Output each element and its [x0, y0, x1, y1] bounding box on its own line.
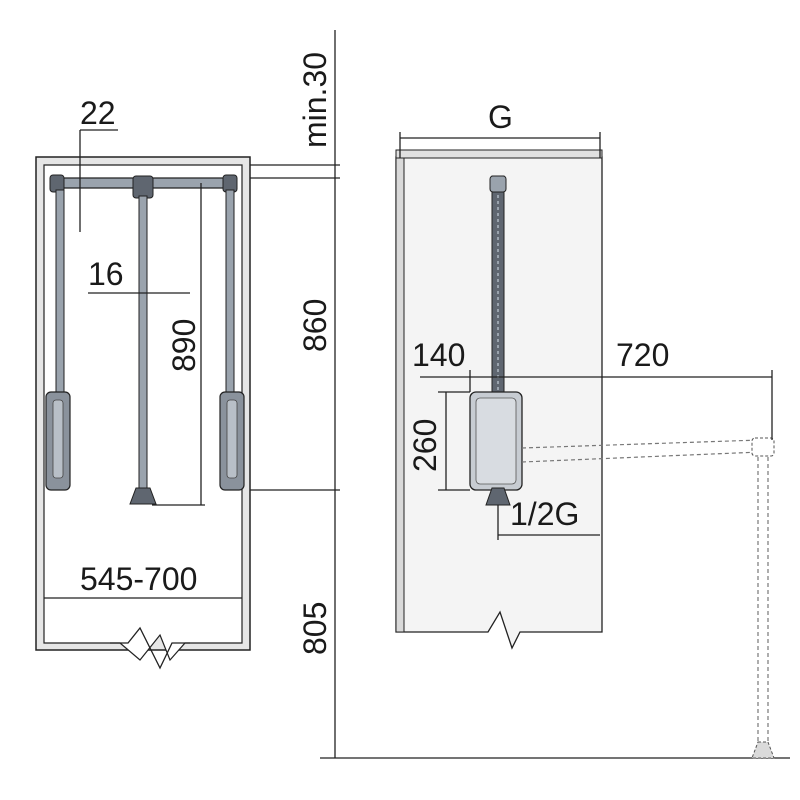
left-arm — [55, 189, 65, 399]
side-front-edge — [395, 156, 405, 633]
dim-720: 720 — [616, 337, 669, 373]
dim-890: 890 — [166, 319, 202, 372]
dim-min-30: min.30 — [297, 52, 333, 148]
extended-end-cap — [751, 437, 775, 457]
front-view: 22 16 890 545-700 — [35, 95, 251, 670]
dim-140: 140 — [412, 337, 465, 373]
side-top — [395, 149, 603, 159]
dim-G: G — [488, 99, 513, 135]
side-rod-top — [489, 175, 507, 193]
height-dimensions: min.30 860 805 — [250, 30, 790, 759]
left-housing-slot — [52, 399, 64, 479]
right-arm — [225, 189, 235, 399]
lift-right-bracket — [222, 174, 238, 193]
dim-16: 16 — [88, 256, 124, 292]
dim-805: 805 — [297, 602, 333, 655]
break-mark-left — [110, 626, 190, 670]
dim-545-700: 545-700 — [80, 561, 197, 597]
pull-handle — [129, 487, 157, 505]
dim-260: 260 — [407, 419, 443, 472]
right-housing-slot — [226, 399, 238, 479]
dim-half-G: 1/2G — [510, 496, 579, 532]
pull-rod — [138, 195, 148, 489]
side-handle — [485, 487, 511, 506]
side-view: G 140 720 260 1/2G — [395, 99, 775, 759]
lift-center-hub — [132, 175, 154, 199]
dim-22: 22 — [80, 95, 116, 131]
dim-860: 860 — [297, 299, 333, 352]
lift-left-bracket — [49, 174, 65, 193]
extended-handle — [751, 741, 775, 759]
